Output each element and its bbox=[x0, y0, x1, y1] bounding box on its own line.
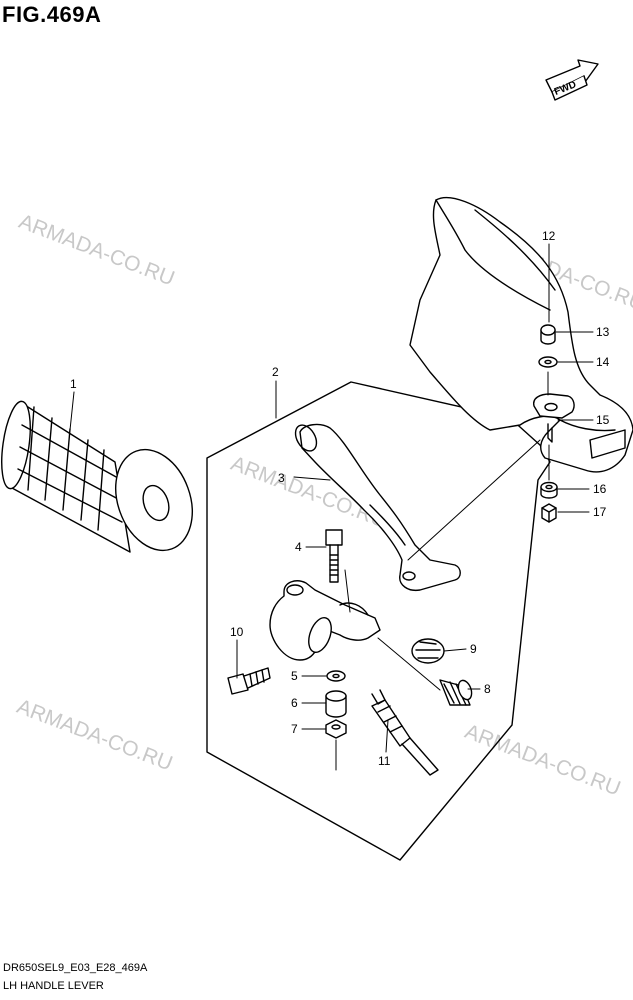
callout-16: 16 bbox=[593, 482, 607, 496]
callout-1: 1 bbox=[70, 377, 77, 391]
bracket bbox=[533, 393, 575, 443]
bolt-10 bbox=[227, 667, 271, 695]
pivot-bolt bbox=[325, 529, 343, 583]
washer-14 bbox=[538, 356, 558, 368]
callout-17: 17 bbox=[593, 505, 607, 519]
grip bbox=[1, 400, 193, 553]
callout-3: 3 bbox=[278, 471, 285, 485]
callout-15: 15 bbox=[596, 413, 610, 427]
hand-guard bbox=[409, 196, 633, 473]
callout-10: 10 bbox=[230, 625, 244, 639]
collar-nut bbox=[540, 481, 558, 499]
figure-caption: LH HANDLE LEVER bbox=[3, 980, 104, 992]
callout-4: 4 bbox=[295, 540, 302, 554]
washer-5 bbox=[326, 670, 346, 682]
figure-code: DR650SEL9_E03_E28_469A bbox=[3, 962, 148, 974]
fwd-arrow-icon bbox=[545, 59, 599, 101]
adjuster-nut bbox=[411, 638, 445, 664]
nut-7 bbox=[325, 719, 347, 739]
callout-14: 14 bbox=[596, 355, 610, 369]
callout-12: 12 bbox=[542, 229, 556, 243]
adjuster-bolt bbox=[439, 679, 473, 706]
nut-17 bbox=[541, 503, 557, 523]
assembly-outline bbox=[206, 381, 551, 861]
callout-11: 11 bbox=[378, 754, 391, 768]
callout-13: 13 bbox=[596, 325, 610, 339]
leader-lines bbox=[69, 243, 594, 771]
spacer bbox=[325, 690, 347, 718]
lever-holder bbox=[269, 580, 381, 661]
figure-title: FIG.469A bbox=[2, 2, 102, 27]
cap-nut bbox=[540, 324, 556, 345]
clutch-lever bbox=[294, 423, 461, 592]
callout-9: 9 bbox=[470, 642, 477, 656]
clutch-cable bbox=[371, 689, 439, 776]
callout-6: 6 bbox=[291, 696, 298, 710]
callout-8: 8 bbox=[484, 682, 491, 696]
callout-2: 2 bbox=[272, 365, 279, 379]
callout-7: 7 bbox=[291, 722, 298, 736]
callout-5: 5 bbox=[291, 669, 298, 683]
